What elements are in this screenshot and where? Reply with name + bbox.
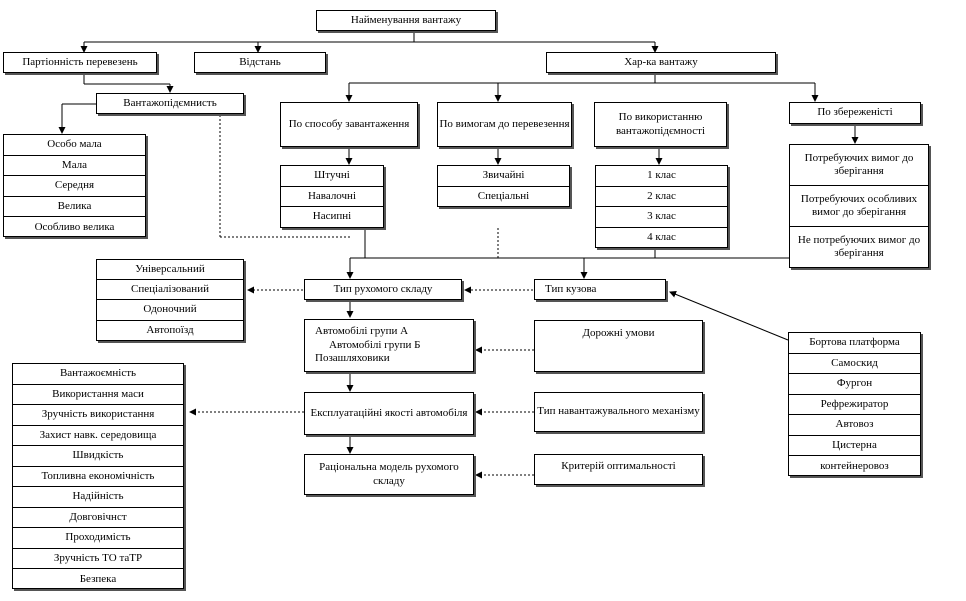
rolling-stock-label: Тип рухомого складу xyxy=(333,282,433,295)
requirement-item: Спеціальні xyxy=(477,190,530,203)
cargo-name-box: Найменування вантажу xyxy=(316,10,496,31)
exploitation-item: Зручність використання xyxy=(13,405,183,426)
criterion-label: Критерій оптимальності xyxy=(561,460,676,472)
exploitation-item: Захист навк. середовища xyxy=(13,426,183,446)
exploitation-item: Зручність ТО таТР xyxy=(13,549,183,569)
distance-box: Відстань xyxy=(194,52,326,73)
exploitation-item: Швидкість xyxy=(13,446,183,467)
loading-list: Штучні Навалочні Насипні xyxy=(280,165,384,228)
category-requirements: По вимогам до перевезення xyxy=(437,102,572,147)
capacity-item: Мала xyxy=(4,156,145,177)
body-type-item: Фургон xyxy=(789,374,920,395)
vehicle-groups-box: Автомобілі групи А Автомобілі групи Б По… xyxy=(304,319,474,372)
preservation-item: Потребуючих особливих вимог до зберіганн… xyxy=(790,186,928,227)
body-type-label: Тип кузова xyxy=(545,282,597,295)
model-box: Раціональна модель рухомого складу xyxy=(304,454,474,495)
class-item: 4 клас xyxy=(647,231,676,244)
rolling-types-list: Універсальний Спеціалізований Одоночний … xyxy=(96,259,244,341)
loader-label: Тип навантажувального механізму xyxy=(537,405,700,418)
loader-box: Тип навантажувального механізму xyxy=(534,392,703,432)
category-loading: По способу завантаження xyxy=(280,102,418,147)
offroad-label: Позашляховики xyxy=(315,352,390,365)
requirement-item: Звичайні xyxy=(438,166,569,187)
body-type-item: Автовоз xyxy=(789,415,920,436)
criterion-box: Критерій оптимальності xyxy=(534,454,703,485)
category-preservation-label: По збереженісті xyxy=(817,106,893,119)
model-label: Раціональна модель рухомого складу xyxy=(319,460,459,487)
preservation-item: Потребуючих вимог до зберігання xyxy=(790,145,928,186)
body-type-list: Бортова платформа Самоскид Фургон Рефреж… xyxy=(788,332,921,476)
exploitation-item: Топливна економічність xyxy=(13,467,183,487)
cargo-char-label: Хар-ка вантажу xyxy=(624,55,698,68)
rolling-stock-box: Тип рухомого складу xyxy=(304,279,462,300)
exploitation-item: Використання маси xyxy=(13,385,183,405)
batch-label: Партіонність перевезень xyxy=(22,55,138,68)
body-type-item: Цистерна xyxy=(789,436,920,456)
category-usage: По використанню вантажопідємності xyxy=(594,102,727,147)
distance-label: Відстань xyxy=(239,55,281,68)
class-item: 3 клас xyxy=(596,207,727,228)
rolling-type-item: Одоночний xyxy=(97,300,243,321)
loading-item: Штучні xyxy=(281,166,383,187)
body-type-item: Бортова платформа xyxy=(789,333,920,354)
requirement-list: Звичайні Спеціальні xyxy=(437,165,570,207)
exploitation-item: Проходимість xyxy=(13,528,183,549)
capacity-list: Особо мала Мала Середня Велика Особливо … xyxy=(3,134,146,237)
category-usage-label: По використанню вантажопідємності xyxy=(615,110,706,137)
class-list: 1 клас 2 клас 3 клас 4 клас xyxy=(595,165,728,248)
rolling-type-item: Універсальний xyxy=(97,260,243,281)
class-item: 1 клас xyxy=(596,166,727,187)
loading-item: Навалочні xyxy=(281,187,383,207)
loading-item: Насипні xyxy=(312,210,352,223)
group-b-label: Автомобілі групи Б xyxy=(329,338,421,351)
group-a-label: Автомобілі групи А xyxy=(315,324,409,337)
capacity-item: Особо мала xyxy=(4,135,145,156)
exploitation-box: Експлуатаційні якості автомобіля xyxy=(304,392,474,435)
exploitation-item: Надійність xyxy=(13,487,183,508)
road-conditions-label: Дорожні умови xyxy=(582,327,655,339)
cargo-char-box: Хар-ка вантажу xyxy=(546,52,776,73)
exploitation-item: Безпека xyxy=(79,572,117,585)
batch-box: Партіонність перевезень xyxy=(3,52,157,73)
capacity-item: Особливо велика xyxy=(34,221,115,234)
cargo-name-label: Найменування вантажу xyxy=(350,13,462,26)
body-type-item: контейнеровоз xyxy=(820,459,889,472)
exploitation-item: Довговічнст xyxy=(13,508,183,528)
category-loading-label: По способу завантаження xyxy=(288,117,410,130)
capacity-item: Середня xyxy=(4,176,145,197)
exploitation-item: Вантажоємність xyxy=(13,364,183,385)
category-requirements-label: По вимогам до перевезення xyxy=(439,117,570,130)
body-type-item: Самоскид xyxy=(789,354,920,374)
rolling-type-item: Автопоїзд xyxy=(146,324,194,337)
capacity-label: Вантажопідємнисть xyxy=(123,96,217,109)
body-type-item: Рефрежиратор xyxy=(789,395,920,415)
rolling-type-item: Спеціалізований xyxy=(97,280,243,301)
preservation-item: Не потребуючих вимог до зберігання xyxy=(797,233,921,259)
exploitation-list: Вантажоємність Використання маси Зручніс… xyxy=(12,363,184,589)
category-preservation: По збереженісті xyxy=(789,102,921,124)
preservation-list: Потребуючих вимог до зберігання Потребую… xyxy=(789,144,929,268)
exploitation-label: Експлуатаційні якості автомобіля xyxy=(310,406,468,419)
body-type-box: Тип кузова xyxy=(534,279,666,300)
class-item: 2 клас xyxy=(596,187,727,207)
capacity-item: Велика xyxy=(4,197,145,218)
capacity-box: Вантажопідємнисть xyxy=(96,93,244,114)
road-conditions-box: Дорожні умови xyxy=(534,320,703,372)
